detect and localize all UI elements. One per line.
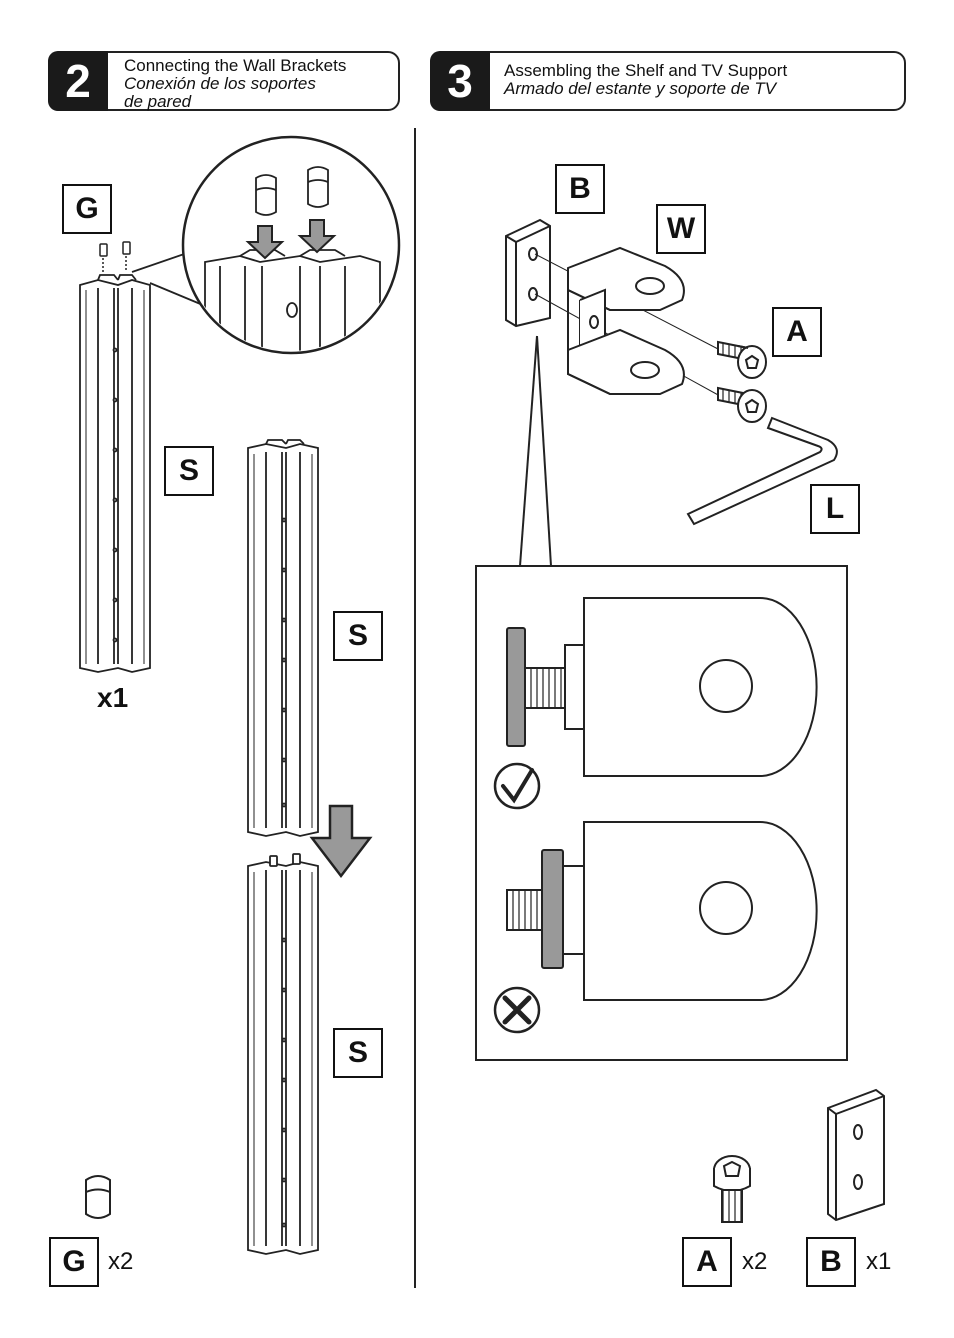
label-g-bottom: G bbox=[49, 1237, 99, 1287]
check-icon bbox=[493, 762, 541, 810]
detail-magnifier bbox=[131, 135, 401, 355]
label-a: A bbox=[772, 307, 822, 357]
screw-a bbox=[717, 340, 767, 379]
plate-b-part bbox=[827, 1088, 885, 1222]
qty-s: x1 bbox=[97, 682, 129, 713]
rail-s-left bbox=[79, 274, 151, 673]
label-l: L bbox=[810, 484, 860, 534]
step-2-title: Connecting the Wall Brackets Conexión de… bbox=[124, 57, 346, 111]
callout-pointer bbox=[519, 335, 552, 567]
label-b-bottom: B bbox=[806, 1237, 856, 1287]
step-3-title-es: Armado del estante y soporte de TV bbox=[504, 79, 777, 98]
cross-icon bbox=[493, 986, 541, 1034]
label-w: W bbox=[656, 204, 706, 254]
connector-pieces-small bbox=[99, 241, 131, 274]
step-3-header: 3 Assembling the Shelf and TV Support Ar… bbox=[430, 51, 906, 111]
label-g-top: G bbox=[62, 184, 112, 234]
label-a-bottom: A bbox=[682, 1237, 732, 1287]
step-3-number: 3 bbox=[430, 51, 490, 111]
label-s-left: S bbox=[164, 446, 214, 496]
step-2-number: 2 bbox=[48, 51, 108, 111]
step-2-title-es-2: de pared bbox=[124, 92, 192, 111]
arrow-down-icon bbox=[309, 804, 373, 879]
screw-a-part bbox=[713, 1155, 751, 1223]
qty-g: x2 bbox=[108, 1248, 134, 1275]
rail-s-bottom bbox=[247, 853, 319, 1255]
correct-assembly bbox=[506, 597, 818, 777]
step-3-title: Assembling the Shelf and TV Support Arma… bbox=[504, 62, 787, 98]
incorrect-assembly bbox=[506, 821, 818, 1001]
bracket-w bbox=[567, 246, 685, 395]
plate-b bbox=[505, 218, 551, 328]
column-divider bbox=[414, 128, 416, 1288]
step-2-title-en: Connecting the Wall Brackets bbox=[124, 56, 347, 75]
step-2-title-es-1: Conexión de los soportes bbox=[124, 74, 316, 93]
step-3-title-en: Assembling the Shelf and TV Support bbox=[504, 61, 788, 80]
qty-a: x2 bbox=[742, 1248, 768, 1275]
label-b: B bbox=[555, 164, 605, 214]
label-s-bottom: S bbox=[333, 1028, 383, 1078]
screw-a bbox=[717, 386, 767, 423]
qty-b: x1 bbox=[866, 1248, 892, 1275]
step-2-header: 2 Connecting the Wall Brackets Conexión … bbox=[48, 51, 400, 111]
piece-g bbox=[85, 1175, 111, 1219]
label-s-middle: S bbox=[333, 611, 383, 661]
hex-key-l bbox=[686, 416, 838, 526]
rail-s-middle bbox=[247, 439, 319, 837]
arrow-down-icon bbox=[245, 219, 337, 260]
